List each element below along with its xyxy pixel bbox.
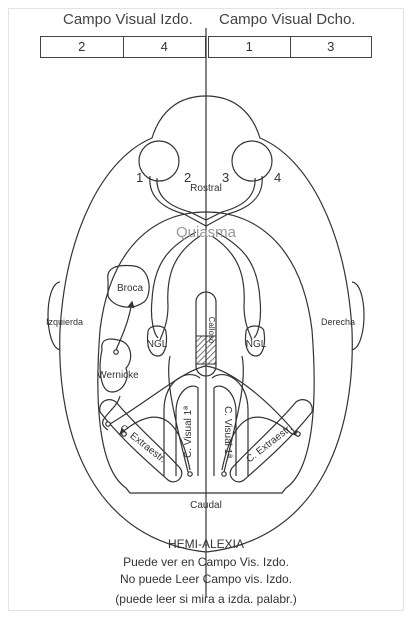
caption-line-2: No puede Leer Campo vis. Izdo. (0, 572, 412, 586)
caption-line-3: (puede leer si mira a izda. palabr.) (0, 592, 412, 606)
left-ear (48, 282, 60, 350)
right-optic-tract-inner (212, 236, 252, 340)
ngl-left-label: NGL (147, 339, 168, 350)
caption-title: HEMI-ALEXIA (0, 537, 412, 551)
cortex-dot (188, 472, 192, 476)
left-side-label: Izquierda (46, 317, 83, 327)
cortex-dot (222, 472, 226, 476)
retina-label-3: 3 (222, 170, 229, 185)
chiasma-label: Quiasma (176, 224, 237, 241)
retina-label-1: 1 (136, 170, 143, 185)
caudal-label: Caudal (190, 500, 222, 511)
extrastriate-dot (296, 432, 300, 436)
rostral-label: Rostral (190, 183, 222, 194)
left-optic-tract (151, 232, 196, 338)
wernicke-area (100, 339, 131, 392)
right-side-label: Derecha (321, 317, 355, 327)
callosum-label: Calloso (207, 317, 216, 344)
left-visual-cortex-label: C. Visual 1ª (183, 406, 194, 458)
right-visual-cortex-label: C. Visual 1ª (222, 406, 233, 458)
wernicke-dot (114, 350, 118, 354)
right-ear (352, 282, 364, 350)
wernicke-to-broca-path (116, 302, 132, 350)
left-cortex-to-extrastriate-path (120, 417, 190, 470)
broca-label: Broca (117, 283, 144, 294)
left-occipital (164, 375, 200, 476)
left-eye (139, 141, 179, 181)
right-extrastriate-label: C. Extraestr. (244, 423, 294, 466)
ngl-right-label: NGL (246, 339, 267, 350)
right-optic-tract (216, 232, 261, 338)
retina-label-4: 4 (274, 170, 281, 185)
wernicke-label: Wernicke (97, 370, 139, 381)
right-eye (232, 141, 272, 181)
left-optic-tract-inner (160, 236, 200, 340)
extrastriate-dot (106, 422, 110, 426)
left-extrastriate-label: C. Extraestr. (117, 423, 167, 466)
caption-line-1: Puede ver en Campo Vis. Izdo. (0, 555, 412, 569)
